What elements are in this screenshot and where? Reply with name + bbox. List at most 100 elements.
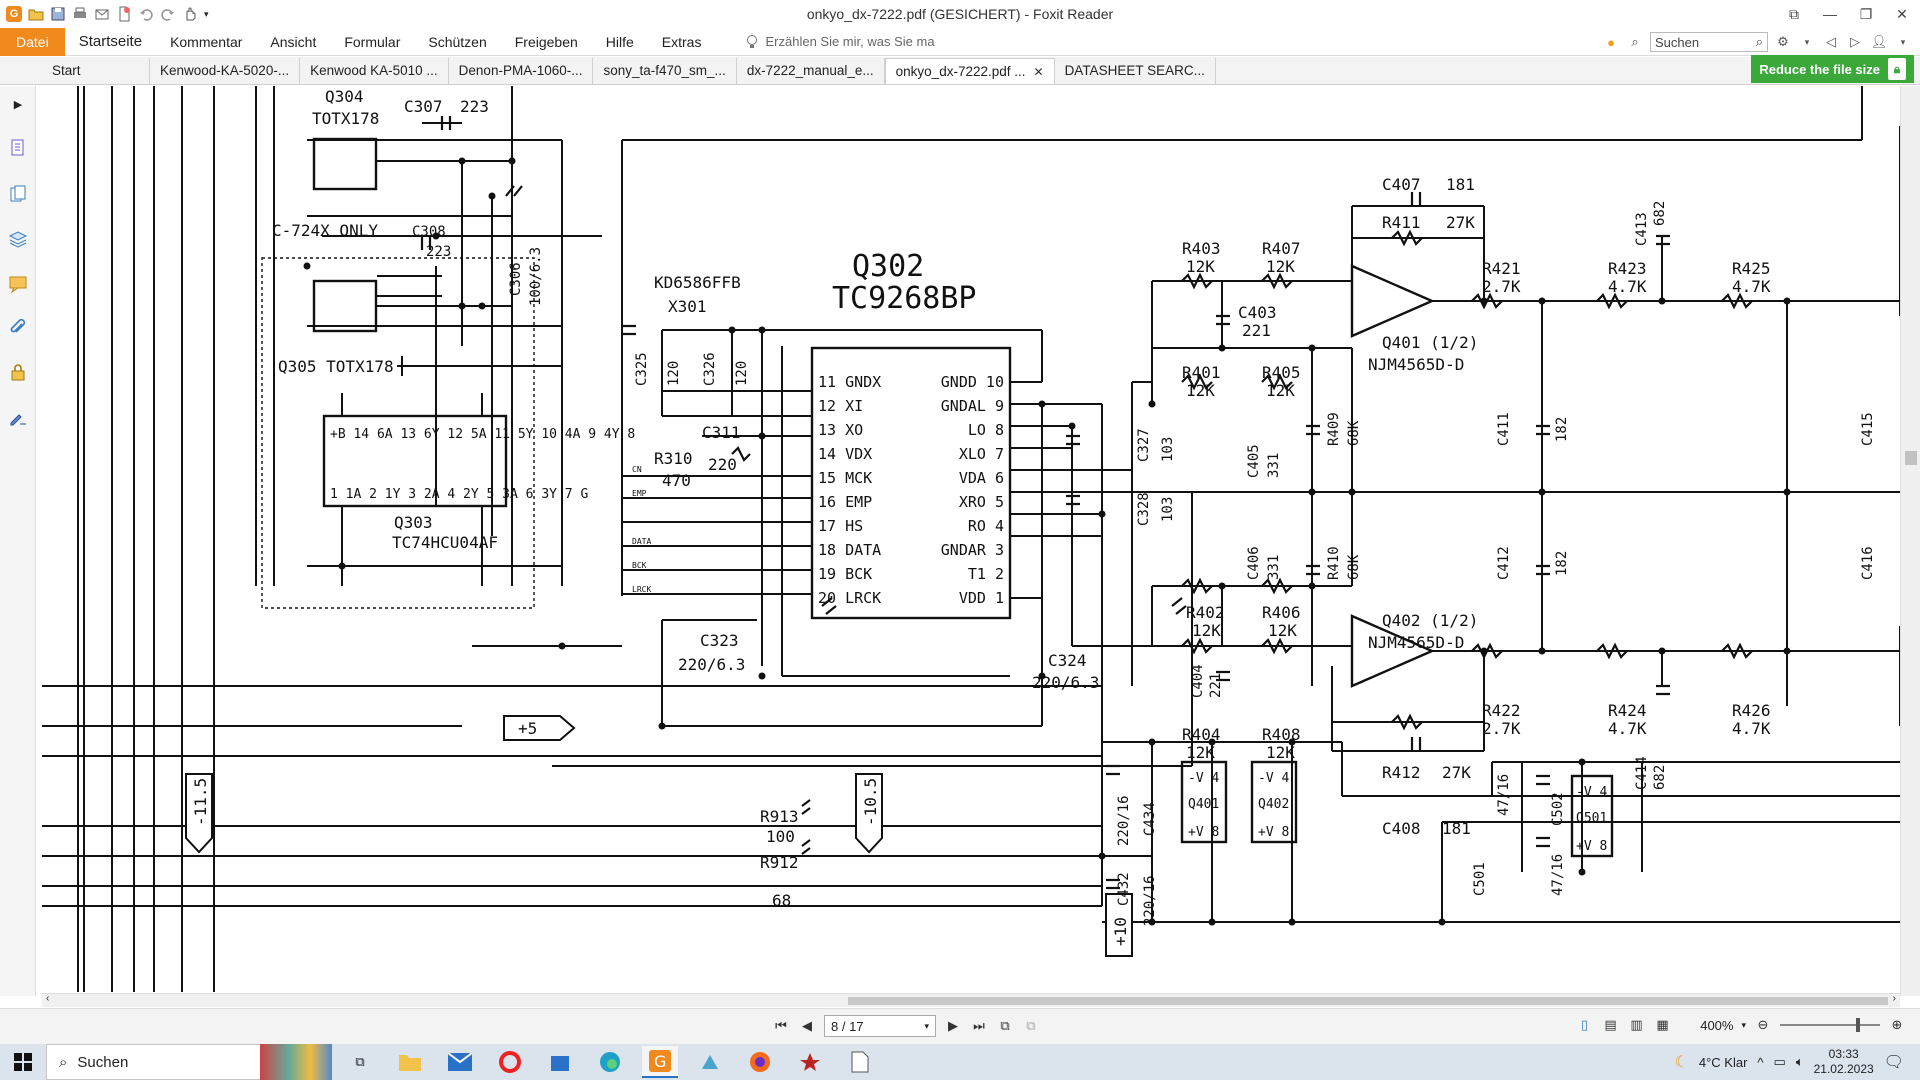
menu-file[interactable]: Datei (0, 27, 65, 56)
chevron-down-icon[interactable]: ▾ (1900, 36, 1906, 47)
print-icon[interactable] (72, 6, 88, 22)
zoom-out-icon[interactable]: ⊖ (1757, 1017, 1769, 1032)
horizontal-scroll-thumb[interactable] (848, 997, 1888, 1005)
tab-onkyo-dx-7222[interactable]: onkyo_dx-7222.pdf ... ✕ (884, 58, 1055, 84)
tab-denon-pma-1060[interactable]: Denon-PMA-1060-... (448, 58, 594, 84)
tab-datasheet-search[interactable]: DATASHEET SEARC... (1054, 58, 1216, 84)
chevron-down-icon[interactable]: ▾ (1741, 1019, 1746, 1030)
search-icon[interactable]: ⌕ (1755, 34, 1763, 49)
comments-icon[interactable] (8, 274, 28, 294)
user-account-icon[interactable]: 👤︎ (1870, 34, 1888, 49)
page-number-input[interactable]: 8 / 17 ▾ (824, 1015, 936, 1037)
first-page-icon[interactable]: ⏮ (775, 1018, 787, 1033)
coin-icon[interactable]: ● (1607, 34, 1615, 50)
minimize-button[interactable]: — (1823, 6, 1837, 22)
vertical-scrollbar[interactable] (1900, 86, 1920, 996)
clock[interactable]: 03:33 21.02.2023 (1814, 1047, 1874, 1077)
save-icon[interactable] (50, 6, 66, 22)
zoom-in-icon[interactable]: ⊕ (1891, 1017, 1903, 1032)
tab-close-icon[interactable]: ✕ (1033, 64, 1044, 79)
previous-page-icon[interactable]: ◀ (802, 1018, 812, 1033)
hand-tool-icon[interactable] (182, 6, 198, 22)
opera-browser-icon[interactable] (492, 1046, 528, 1078)
microsoft-store-icon[interactable] (542, 1046, 578, 1078)
back-icon[interactable]: ◁ (1826, 34, 1836, 49)
notifications-icon[interactable]: 🗨︎ (1883, 1054, 1904, 1071)
chevron-down-icon[interactable]: ▾ (1804, 36, 1810, 47)
scroll-right-icon[interactable]: › (1892, 993, 1896, 1004)
scroll-left-icon[interactable]: ‹ (46, 993, 50, 1004)
security-lock-icon[interactable] (8, 362, 28, 382)
tab-kenwood-ka-5010[interactable]: Kenwood KA-5010 ... (300, 58, 449, 84)
reduce-file-size-button[interactable]: Reduce the file size 🔒︎ (1751, 55, 1914, 83)
redo-icon[interactable] (160, 6, 176, 22)
zoom-slider[interactable] (1780, 1018, 1880, 1032)
attachments-icon[interactable] (8, 318, 28, 338)
search-input[interactable]: Suchen ⌕ (1650, 32, 1768, 52)
pages-icon[interactable] (8, 138, 28, 158)
new-document-icon[interactable] (116, 6, 132, 22)
document-view[interactable]: Q304 TOTX178 C307 223 C-724X ONLY C308 2… (42, 86, 1900, 992)
menu-hilfe[interactable]: Hilfe (605, 33, 634, 50)
label-signal-cn: CN (632, 465, 642, 474)
menu-freigeben[interactable]: Freigeben (514, 33, 578, 50)
schematic-page[interactable]: Q304 TOTX178 C307 223 C-724X ONLY C308 2… (42, 86, 1900, 992)
forward-icon[interactable]: ▷ (1850, 34, 1860, 49)
email-icon[interactable] (94, 6, 110, 22)
continuous-facing-view-icon[interactable]: ▦ (1656, 1017, 1669, 1032)
app-icon[interactable] (692, 1046, 728, 1078)
tab-kenwood-ka-5020[interactable]: Kenwood-KA-5020-... (150, 58, 301, 84)
menu-startseite[interactable]: Startseite (78, 32, 143, 50)
next-view-icon[interactable]: ⧉ (1026, 1018, 1036, 1033)
document-icon[interactable] (842, 1046, 878, 1078)
continuous-view-icon[interactable]: ▤ (1604, 1017, 1617, 1032)
zoom-level[interactable]: 400% (1700, 1017, 1734, 1033)
previous-view-icon[interactable]: ⧉ (1000, 1018, 1010, 1033)
page-thumbnails-icon[interactable] (8, 184, 28, 204)
restore-button[interactable]: ❐ (1859, 5, 1873, 22)
tab-dx-7222-manual[interactable]: dx-7222_manual_e... (736, 58, 885, 84)
app-red-icon[interactable] (792, 1046, 828, 1078)
customize-toolbar-icon[interactable]: ▾ (204, 9, 209, 19)
taskbar-search-box[interactable]: ⌕ Suchen (46, 1044, 264, 1080)
horizontal-scrollbar[interactable]: ‹ › (42, 993, 1900, 1007)
firefox-icon[interactable] (742, 1046, 778, 1078)
signature-icon[interactable] (8, 407, 28, 427)
next-page-icon[interactable]: ▶ (948, 1018, 958, 1033)
menu-ansicht[interactable]: Ansicht (270, 33, 317, 50)
tell-me-box[interactable]: Erzählen Sie mir, was Sie ma (745, 34, 935, 50)
tab-start[interactable]: Start (0, 58, 150, 84)
settings-gear-icon[interactable]: ⚙ (1777, 34, 1789, 49)
task-view-icon[interactable]: ⧉ (355, 1054, 365, 1069)
tray-overflow-icon[interactable]: ^ (1757, 1054, 1764, 1070)
menu-schuetzen[interactable]: Schützen (428, 33, 487, 50)
network-icon[interactable]: ▭ (1773, 1054, 1786, 1069)
ribbon-options-icon[interactable]: ⧉ (1789, 5, 1799, 22)
layers-icon[interactable] (8, 229, 28, 249)
search-highlight-image[interactable] (260, 1044, 332, 1080)
file-explorer-icon[interactable] (392, 1046, 428, 1078)
tab-sony-ta-f470[interactable]: sony_ta-f470_sm_... (593, 58, 737, 84)
close-button[interactable]: ✕ (1896, 5, 1908, 22)
expand-panel-icon[interactable]: ▶ (13, 98, 23, 111)
weather-text[interactable]: 4°C Klar (1698, 1054, 1748, 1070)
zoom-slider-handle[interactable] (1856, 1018, 1860, 1032)
edge-browser-icon[interactable] (592, 1046, 628, 1078)
find-icon[interactable]: ⌕ (1631, 34, 1639, 49)
undo-icon[interactable] (138, 6, 154, 22)
last-page-icon[interactable]: ⏭ (973, 1018, 985, 1033)
chevron-down-icon[interactable]: ▾ (924, 1020, 929, 1031)
foxit-reader-taskbar-icon[interactable]: G (642, 1046, 678, 1078)
menu-kommentar[interactable]: Kommentar (170, 33, 243, 50)
menu-formular[interactable]: Formular (344, 33, 401, 50)
vertical-scroll-thumb[interactable] (1905, 451, 1917, 465)
mail-icon[interactable] (442, 1046, 478, 1078)
windows-start-button[interactable] (0, 1044, 46, 1080)
moon-weather-icon[interactable]: ☾ (1674, 1054, 1689, 1071)
open-folder-icon[interactable] (28, 6, 44, 22)
volume-icon[interactable]: 🔈︎ (1795, 1054, 1804, 1069)
single-page-view-icon[interactable]: ▯ (1580, 1017, 1589, 1032)
facing-view-icon[interactable]: ▥ (1630, 1017, 1643, 1032)
menu-extras[interactable]: Extras (661, 33, 702, 50)
pin-7: XLO 7 (959, 445, 1004, 463)
